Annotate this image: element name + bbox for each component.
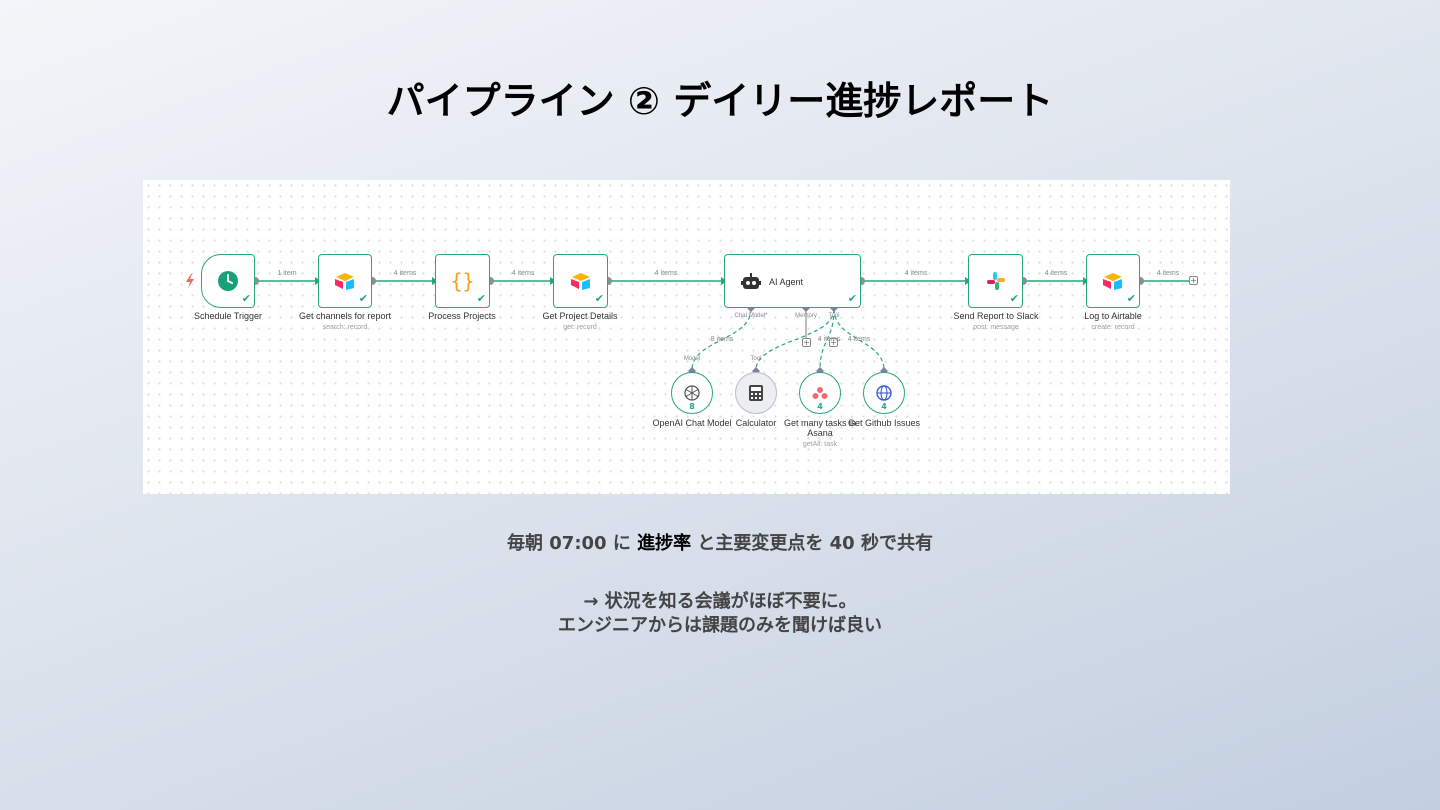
node-label: Get channels for report bbox=[298, 311, 392, 321]
node-sublabel: create: record bbox=[1091, 324, 1135, 331]
sub-edge-label: 4 items bbox=[817, 336, 841, 343]
check-icon: ✔ bbox=[594, 292, 604, 305]
edge-label: 4 items bbox=[654, 270, 678, 277]
subnode-label: OpenAI Chat Model bbox=[652, 418, 732, 428]
subnode-label: Get Github Issues bbox=[847, 418, 921, 428]
add-node-button[interactable]: + bbox=[1189, 276, 1198, 285]
caption-line-3: エンジニアからは課題のみを聞けば良い bbox=[558, 615, 882, 636]
port-label-memory: Memory bbox=[795, 313, 817, 319]
airtable-icon bbox=[335, 273, 354, 290]
airtable-icon bbox=[1103, 273, 1122, 290]
caption-highlight: 進捗率 bbox=[637, 533, 692, 554]
subnode-calculator[interactable] bbox=[735, 372, 777, 414]
workflow-canvas[interactable]: ✔ ✔ {} ✔ ✔ AI A bbox=[143, 180, 1230, 494]
workflow-edges bbox=[251, 277, 1189, 375]
subnode-openai[interactable]: 8 bbox=[671, 372, 713, 414]
caption-text: と主要変更点を 40 秒で共有 bbox=[691, 533, 933, 554]
node-ai-agent[interactable]: AI Agent ✔ bbox=[724, 254, 861, 308]
item-count: 4 bbox=[817, 402, 823, 411]
add-memory-button[interactable]: + bbox=[802, 338, 811, 347]
subnode-asana[interactable]: 4 bbox=[799, 372, 841, 414]
openai-icon bbox=[684, 385, 700, 401]
add-tool-button[interactable]: + bbox=[829, 338, 838, 347]
node-get-project-details[interactable]: ✔ bbox=[553, 254, 608, 308]
subnode-github-issues[interactable]: 4 bbox=[863, 372, 905, 414]
node-label: Log to Airtable bbox=[1084, 311, 1142, 321]
node-label: Schedule Trigger bbox=[193, 311, 263, 321]
node-label: Process Projects bbox=[428, 311, 496, 321]
robot-icon bbox=[741, 273, 761, 289]
node-sublabel: search: record bbox=[322, 324, 368, 331]
airtable-icon bbox=[570, 273, 590, 290]
globe-icon bbox=[876, 385, 892, 401]
subnode-label: Calculator bbox=[735, 418, 777, 428]
check-icon: ✔ bbox=[847, 292, 857, 305]
check-icon: ✔ bbox=[1126, 292, 1136, 305]
lightning-icon bbox=[186, 274, 194, 288]
edge-label: 4 items bbox=[511, 270, 535, 277]
braces-icon: {} bbox=[450, 269, 475, 293]
node-schedule-trigger[interactable]: ✔ bbox=[201, 254, 255, 308]
port-label-tool: Tool bbox=[828, 313, 840, 319]
port-label-chat-model: Chat Model* bbox=[734, 313, 768, 319]
node-sublabel: get: record bbox=[563, 324, 597, 331]
agent-title: AI Agent bbox=[769, 277, 804, 287]
slide-title: パイプライン ② デイリー進捗レポート bbox=[386, 79, 1054, 123]
asana-icon bbox=[812, 387, 828, 399]
edge-label: 1 item bbox=[277, 270, 297, 277]
caption-line-1: 毎朝 07:00 に 進捗率 と主要変更点を 40 秒で共有 bbox=[0, 529, 1440, 555]
node-process-projects[interactable]: {} ✔ bbox=[435, 254, 490, 308]
sub-edge-label: 4 items bbox=[847, 336, 871, 343]
node-get-channels[interactable]: ✔ bbox=[318, 254, 372, 308]
item-count: 8 bbox=[689, 402, 695, 411]
sub-port-label-model: Model bbox=[683, 356, 701, 362]
node-send-slack[interactable]: ✔ bbox=[968, 254, 1023, 308]
edge-label: 4 items bbox=[904, 270, 928, 277]
check-icon: ✔ bbox=[1009, 292, 1019, 305]
sub-port-label-tool: Tool bbox=[750, 356, 762, 362]
node-label: Send Report to Slack bbox=[953, 311, 1039, 321]
edge-label: 4 items bbox=[1044, 270, 1068, 277]
check-icon: ✔ bbox=[476, 292, 486, 305]
calculator-icon bbox=[749, 385, 763, 401]
sub-edge-label: 8 items bbox=[710, 336, 734, 343]
node-sublabel: post: message bbox=[973, 324, 1019, 331]
check-icon: ✔ bbox=[358, 292, 368, 305]
node-label: Get Project Details bbox=[542, 311, 618, 321]
check-icon: ✔ bbox=[241, 292, 251, 305]
slack-icon bbox=[986, 272, 1005, 290]
node-log-airtable[interactable]: ✔ bbox=[1086, 254, 1140, 308]
edge-label: 4 items bbox=[1156, 270, 1180, 277]
subnode-label: Get many tasks in Asana bbox=[783, 418, 857, 438]
caption-line-2: → 状況を知る会議がほぼ不要に。 bbox=[583, 591, 857, 612]
caption-text: 毎朝 07:00 に bbox=[507, 533, 638, 554]
clock-icon bbox=[218, 271, 238, 291]
edge-label: 4 items bbox=[393, 270, 417, 277]
subnode-sublabel: getAll: task bbox=[802, 441, 838, 448]
item-count: 4 bbox=[881, 402, 887, 411]
